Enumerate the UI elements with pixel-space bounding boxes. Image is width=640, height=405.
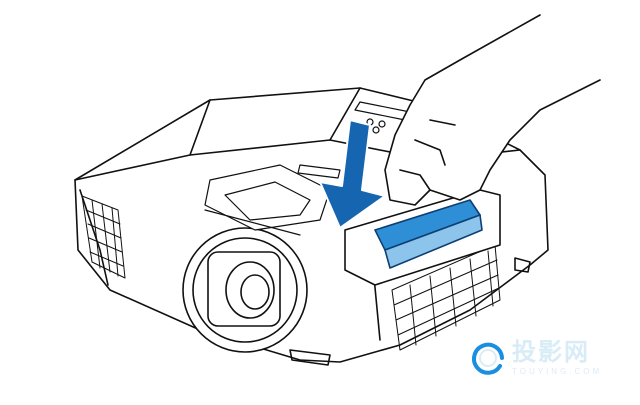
lens bbox=[182, 227, 308, 353]
watermark: 投影网 TOUYING.COM bbox=[470, 340, 602, 376]
side-vent bbox=[81, 195, 126, 279]
watermark-logo-icon bbox=[472, 342, 504, 375]
watermark-title: 投影网 bbox=[512, 338, 590, 366]
hand bbox=[384, 14, 601, 206]
watermark-subtitle: TOUYING.COM bbox=[512, 366, 603, 376]
front-vent bbox=[391, 244, 501, 351]
top-controls bbox=[204, 101, 411, 236]
feet bbox=[289, 257, 531, 366]
air-filter bbox=[374, 199, 483, 269]
insert-arrow bbox=[319, 119, 386, 229]
